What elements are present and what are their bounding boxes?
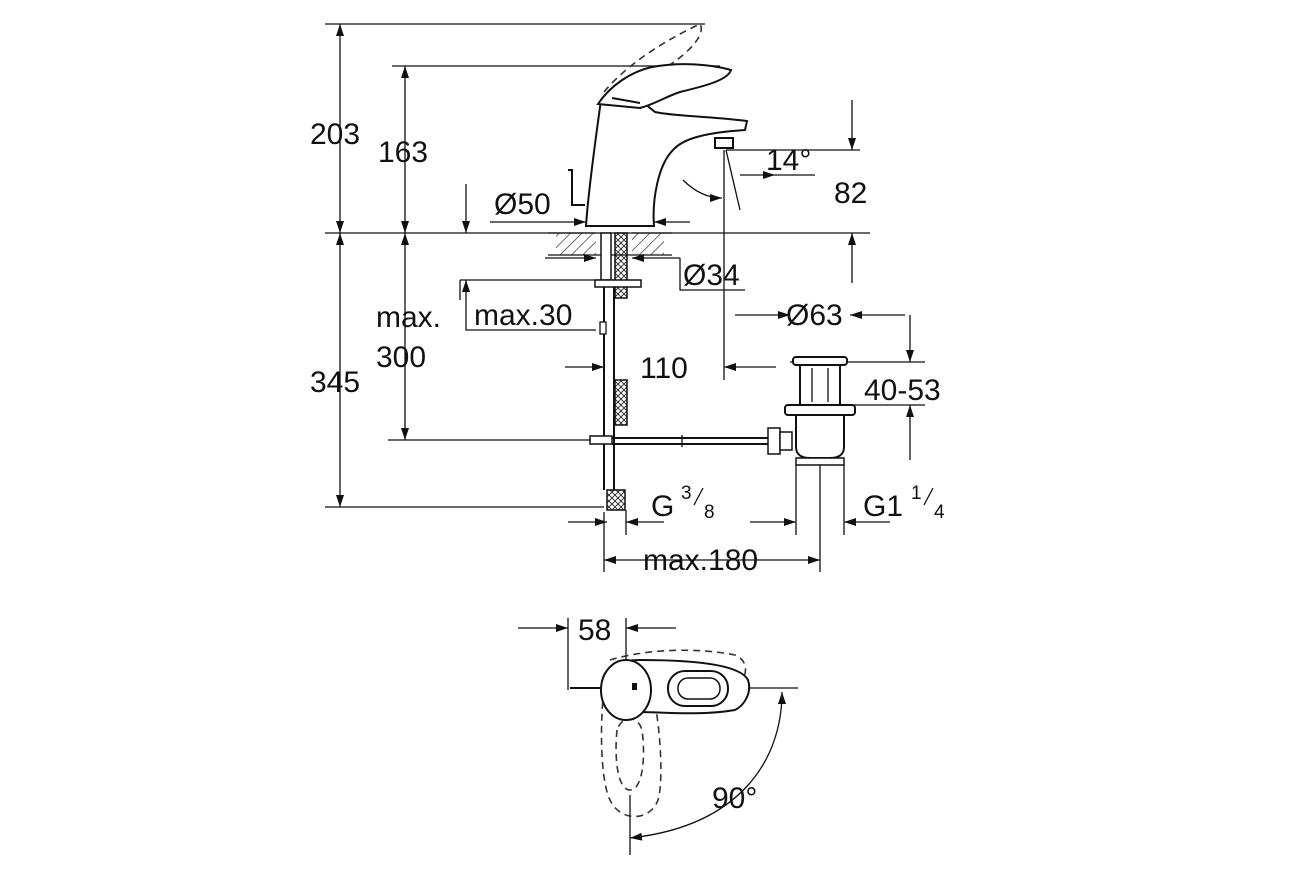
dim-body-diameter: Ø50 bbox=[494, 188, 551, 221]
dim-outlet-offset: 110 bbox=[640, 352, 688, 385]
supply-thread-numerator: 3 bbox=[681, 483, 692, 504]
popup-linkage bbox=[589, 427, 793, 455]
dim-max-word: max. bbox=[376, 301, 441, 334]
body-circle bbox=[600, 659, 652, 721]
faucet-body bbox=[584, 99, 749, 227]
supply-thread-denominator: 8 bbox=[704, 502, 715, 523]
dim-waste-diameter: Ø63 bbox=[786, 299, 843, 332]
dim-outlet-height: 82 bbox=[834, 177, 867, 210]
waste-thread-numerator: 1 bbox=[911, 483, 922, 504]
dim-top-offset: 58 bbox=[578, 614, 611, 647]
waste-thread-base: G1 bbox=[863, 490, 903, 523]
dim-waste-range: 40-53 bbox=[864, 374, 941, 407]
dim-spout-height: 163 bbox=[378, 136, 428, 169]
dim-waste-thread: G1 1 4 bbox=[863, 483, 945, 523]
supply-thread-base: G bbox=[651, 490, 674, 523]
dim-supply-thread: G 3 8 bbox=[651, 483, 715, 523]
waste-valve bbox=[784, 356, 856, 466]
popup-rod bbox=[568, 169, 585, 206]
dim-rotation: 90° bbox=[712, 782, 757, 815]
dim-max-distance: max.180 bbox=[643, 544, 758, 577]
dim-max-depth: 300 bbox=[376, 341, 426, 374]
aerator bbox=[714, 137, 734, 149]
dim-spout-angle: 14° bbox=[766, 144, 811, 177]
dim-hole-diameter: Ø34 bbox=[683, 259, 740, 292]
dim-below-counter: 345 bbox=[310, 366, 360, 399]
top-plan-view: 58 90° bbox=[518, 614, 798, 855]
dim-total-height: 203 bbox=[310, 118, 360, 151]
waste-thread-denominator: 4 bbox=[934, 502, 945, 523]
dim-max-thickness: max.30 bbox=[474, 299, 572, 332]
handle-grip-inner bbox=[677, 677, 721, 700]
supply-hoses bbox=[594, 232, 642, 511]
faucet-handle bbox=[596, 63, 733, 110]
dimension-arrows bbox=[336, 24, 914, 564]
side-elevation-view: 203 163 Ø50 14° 82 Ø34 max.30 max. 300 3… bbox=[310, 22, 945, 577]
